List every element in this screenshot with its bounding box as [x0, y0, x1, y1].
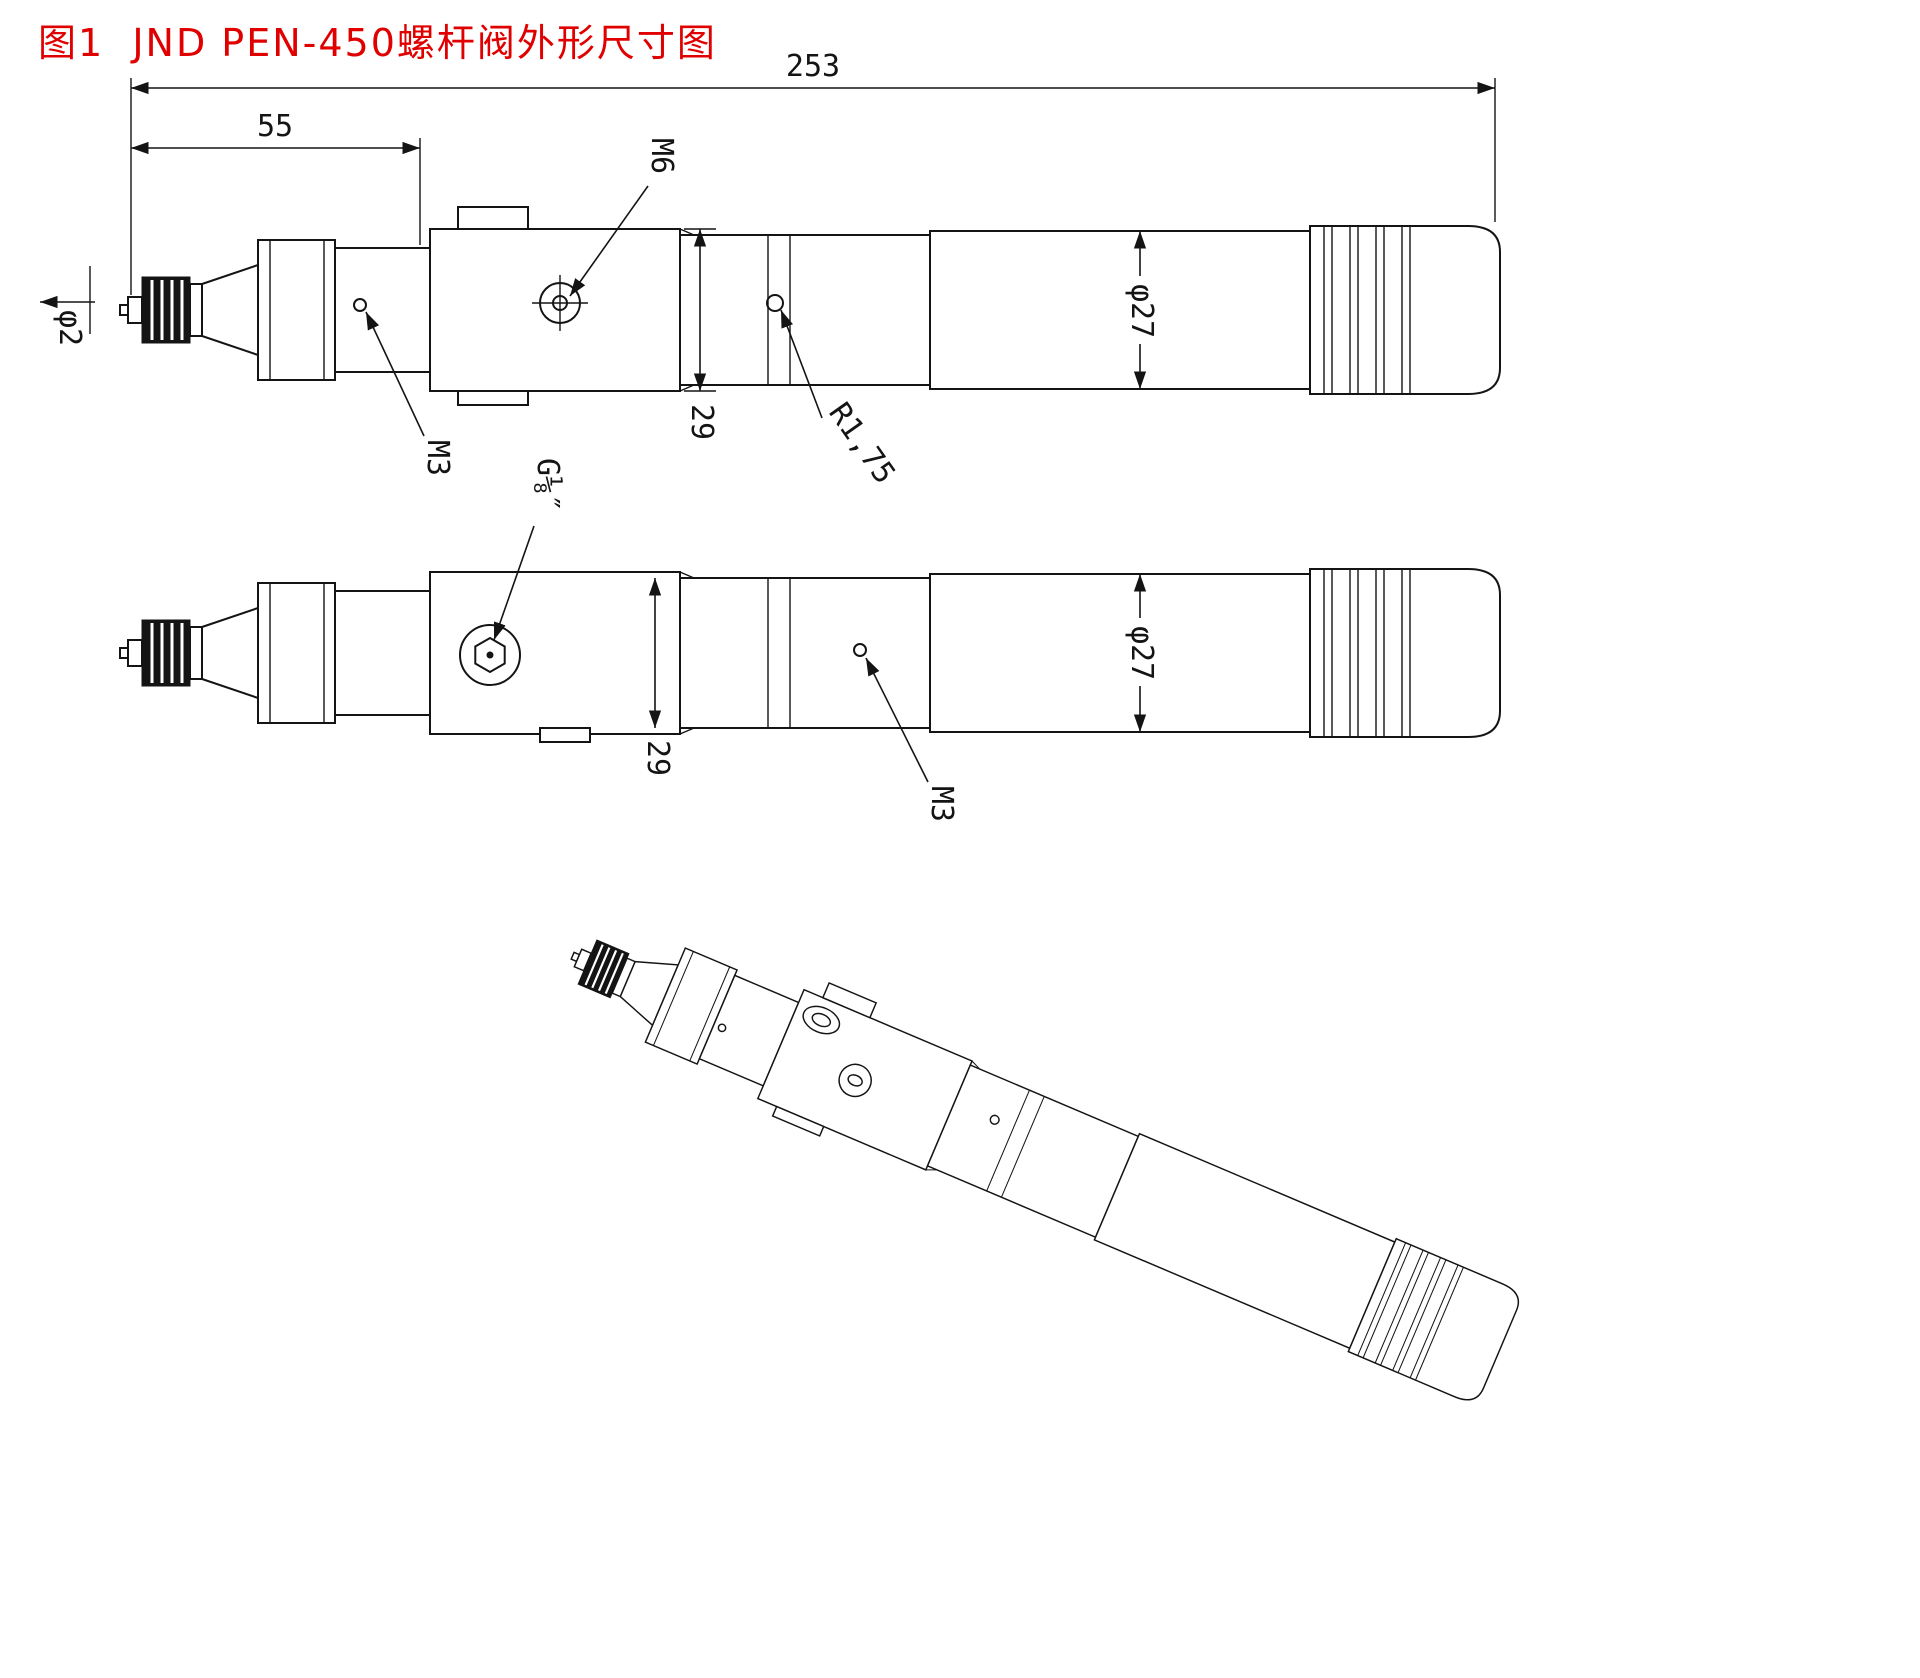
m3-screw-hole [353, 298, 367, 312]
label-m3-top-group: M3 [365, 311, 455, 476]
dim-body-height-side-group: 29 [640, 578, 675, 776]
label-m6-group: M6 [569, 138, 679, 297]
hex-socket [474, 636, 506, 674]
dim-head-length: 55 [257, 109, 293, 144]
figure-title: 图1 JND PEN-450螺杆阀外形尺寸图 [38, 21, 717, 65]
m3-screw-hole [853, 643, 867, 657]
radius-hole-iso [989, 1114, 1000, 1125]
label-m3-side-group: M3 [865, 657, 959, 822]
dim-body-height-top: 29 [684, 404, 719, 440]
dim-barrel-dia-top-group: φ27 [1124, 231, 1159, 389]
label-nozzle-diameter-group: φ2 [40, 266, 95, 346]
dim-body-height-side: 29 [640, 740, 675, 776]
radius-hole [766, 294, 784, 312]
hex-socket-iso [838, 1063, 872, 1098]
dim-barrel-dia-top: φ27 [1124, 284, 1159, 338]
label-radius: R1,75 [821, 397, 901, 491]
side-view [118, 567, 1502, 743]
label-g18-thread: G⅛″ [530, 458, 565, 512]
label-nozzle-diameter: φ2 [52, 310, 87, 346]
isometric-view [547, 898, 1525, 1407]
m6-port-iso [802, 1005, 841, 1035]
mounting-tab-bottom [539, 727, 591, 743]
dim-barrel-dia-side: φ27 [1124, 626, 1159, 680]
valve-body-outline [547, 898, 1525, 1407]
mounting-tab-bottom [457, 390, 529, 406]
label-m3-top: M3 [420, 440, 455, 476]
dim-head-length-group: 55 [131, 109, 421, 245]
g18-inlet-port [459, 624, 521, 686]
top-view [118, 206, 1502, 406]
label-g18-group: G⅛″ [493, 458, 565, 641]
valve-body-outline [118, 224, 1502, 396]
dim-overall-length-group: 253 [130, 49, 1496, 295]
dim-overall-length: 253 [786, 49, 840, 84]
dim-body-height-top-group: 29 [684, 228, 719, 440]
label-m3-side: M3 [924, 786, 959, 822]
mounting-tab-top [821, 981, 878, 1019]
mounting-tab-bottom [771, 1105, 825, 1137]
valve-body-outline [118, 567, 1502, 739]
label-m6-thread: M6 [644, 138, 679, 174]
dim-barrel-dia-side-group: φ27 [1124, 574, 1159, 732]
mounting-tab-top [457, 206, 529, 230]
m3-screw-hole-iso [717, 1023, 727, 1033]
